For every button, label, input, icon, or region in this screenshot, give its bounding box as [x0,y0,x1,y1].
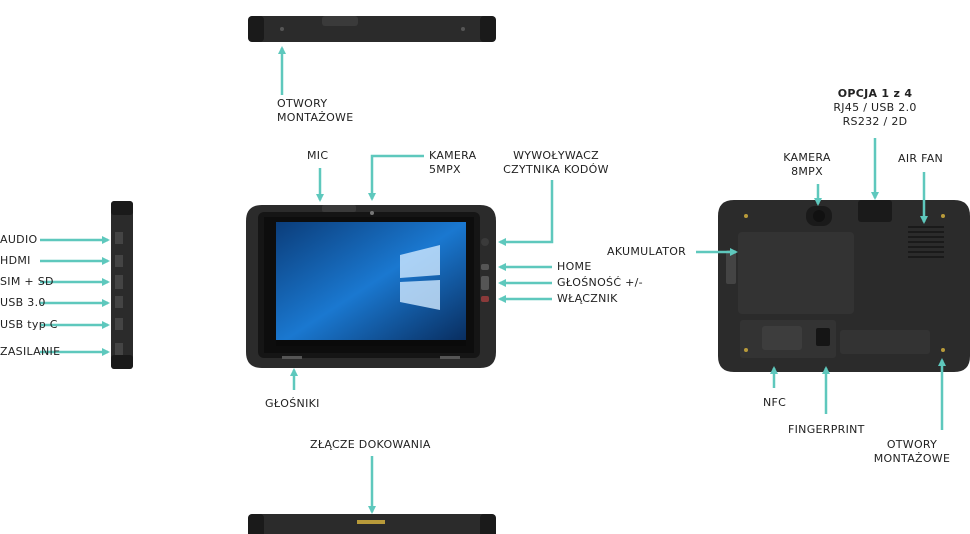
label-fingerprint: FINGERPRINT [788,423,865,437]
tablet-back-view [718,200,970,372]
tablet-front-view [246,205,496,368]
label-usb3: USB 3.0 [0,296,46,310]
label-battery: AKUMULATOR [607,245,686,259]
label-air-fan: AIR FAN [898,152,943,166]
tablet-top-view [248,16,496,42]
label-speakers: GŁOŚNIKI [265,397,320,411]
label-power: WŁĄCZNIK [557,292,618,306]
label-hdmi: HDMI [0,254,31,268]
label-mic: MIC [307,149,328,163]
label-option: OPCJA 1 z 4 RJ45 / USB 2.0 RS232 / 2D [815,87,935,129]
tablet-bottom-view [248,514,496,534]
label-nfc: NFC [763,396,786,410]
label-audio: AUDIO [0,233,37,247]
label-home: HOME [557,260,592,274]
label-docking: ZŁĄCZE DOKOWANIA [310,438,431,452]
label-sim-sd: SIM + SD [0,275,54,289]
label-volume: GŁOŚNOŚĆ +/- [557,276,643,290]
tablet-side-view [111,201,133,369]
label-power-input: ZASILANIE [0,345,60,359]
label-usbc: USB typ C [0,318,58,332]
